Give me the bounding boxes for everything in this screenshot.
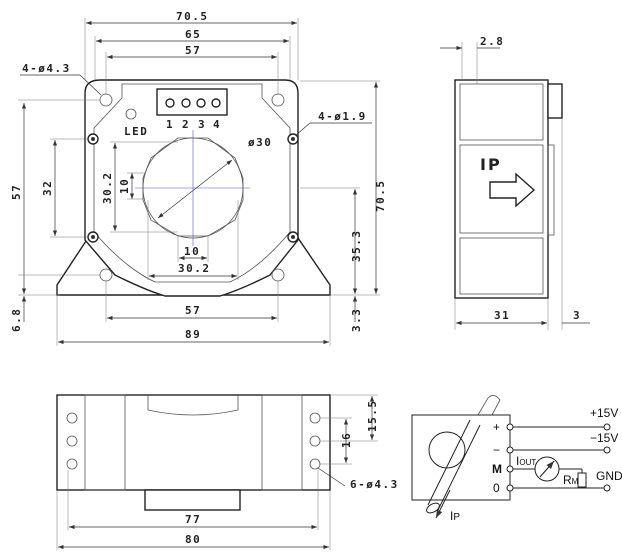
gnd-label: GND bbox=[596, 469, 622, 483]
dim-base-3-3: 3.3 bbox=[350, 308, 363, 332]
dim-width-65: 65 bbox=[185, 28, 201, 41]
dim-aperture-30-2-horizontal: 30.2 bbox=[178, 262, 211, 275]
dim-height-32: 32 bbox=[41, 180, 54, 196]
dim-depth-31: 31 bbox=[494, 309, 510, 322]
primary-current-arrow-icon bbox=[435, 489, 451, 519]
dim-foot-3: 3 bbox=[573, 309, 581, 322]
minus-15v-label: −15V bbox=[590, 431, 618, 445]
ip-symbol: IP bbox=[450, 509, 460, 523]
led-label: LED bbox=[124, 125, 148, 138]
dim-foot-6-8: 6.8 bbox=[10, 308, 23, 332]
pin-2-label: 2 bbox=[182, 118, 190, 131]
dim-16: 16 bbox=[340, 432, 353, 448]
dim-hole-pitch-top: 57 bbox=[185, 44, 201, 57]
pin-4-label: 4 bbox=[213, 118, 221, 131]
plus-15v-label: +15V bbox=[590, 406, 618, 420]
dim-15-5: 15.5 bbox=[366, 400, 379, 433]
wiring-diagram: IP + − M 0 IOUT RM +15V −15V bbox=[411, 395, 622, 523]
dim-base-width: 89 bbox=[185, 328, 201, 341]
dim-height-57: 57 bbox=[10, 184, 23, 200]
dim-connector-2-8: 2.8 bbox=[480, 35, 504, 48]
terminal-minus bbox=[506, 446, 514, 454]
dim-center-height: 35.3 bbox=[350, 230, 363, 263]
current-direction-arrow-icon bbox=[489, 172, 536, 208]
dim-aperture-30-2-vertical: 30.2 bbox=[101, 172, 114, 205]
connector-pins bbox=[165, 98, 221, 108]
terminal-plus-label: + bbox=[493, 420, 500, 434]
bottom-connector bbox=[144, 489, 241, 511]
dim-bottom-holes: 6-ø4.3 bbox=[350, 478, 399, 491]
led-indicator bbox=[125, 108, 137, 120]
dim-pitch-77: 77 bbox=[185, 513, 201, 526]
conductor-top bbox=[477, 395, 501, 416]
sensor-aperture bbox=[428, 431, 466, 469]
iout-label: IOUT bbox=[516, 454, 536, 468]
terminal-0 bbox=[506, 484, 514, 492]
pin-3-label: 3 bbox=[198, 118, 206, 131]
dim-hole-spec-small: 4-ø1.9 bbox=[318, 110, 367, 123]
bottom-body bbox=[56, 394, 331, 491]
dim-height-overall: 70.5 bbox=[374, 180, 387, 213]
primary-conductor bbox=[427, 419, 481, 511]
ip-label: IP bbox=[480, 155, 502, 174]
dim-hole-pitch-bottom: 57 bbox=[185, 304, 201, 317]
dim-slot-10-vertical: 10 bbox=[118, 178, 131, 194]
terminal-minus-label: − bbox=[493, 443, 500, 457]
rm-label: RM bbox=[563, 473, 579, 487]
terminal-plus bbox=[506, 423, 514, 431]
side-connector bbox=[547, 83, 563, 119]
dim-width-80: 80 bbox=[185, 533, 201, 546]
front-view: 1 2 3 4 LED 70.5 65 57 4-ø4.3 4-ø1.9 ø30… bbox=[10, 10, 387, 346]
dim-hole-spec-large: 4-ø4.3 bbox=[22, 62, 71, 75]
bottom-view: 77 80 15.5 16 6-ø4.3 bbox=[56, 394, 399, 550]
terminal-0-label: 0 bbox=[493, 481, 500, 495]
pin-1-label: 1 bbox=[166, 118, 174, 131]
dim-slot-10-horizontal: 10 bbox=[184, 245, 200, 258]
dim-width-overall: 70.5 bbox=[176, 10, 209, 23]
resistor-rm-icon bbox=[577, 472, 587, 488]
terminal-m-label: M bbox=[492, 462, 502, 476]
terminal-m bbox=[506, 465, 514, 473]
dim-aperture-diameter: ø30 bbox=[248, 136, 272, 149]
side-view: IP 2.8 31 3 bbox=[440, 35, 590, 330]
